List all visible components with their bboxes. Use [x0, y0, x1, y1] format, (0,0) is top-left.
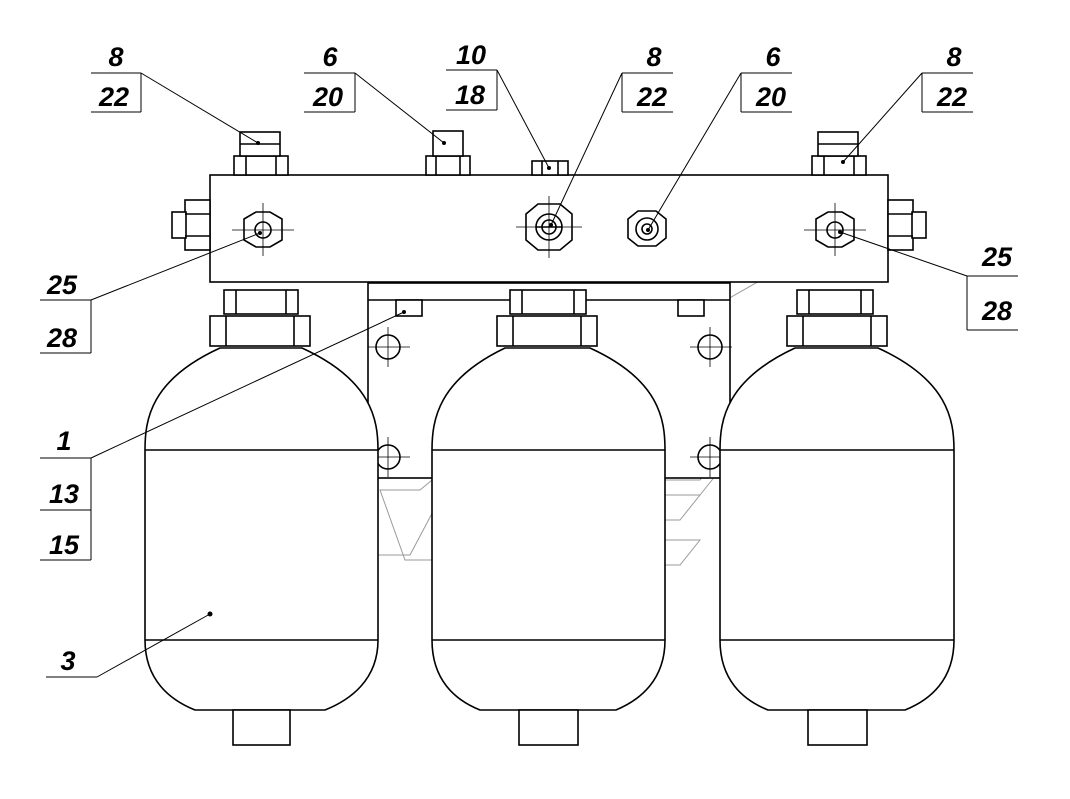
callout-number-bottom: 18 [455, 80, 485, 110]
callout-number-bottom: 20 [312, 82, 343, 112]
callout-top-2: 6 20 [312, 42, 343, 112]
callout-tank: 3 [60, 646, 75, 676]
hex-fitting-center [516, 196, 582, 258]
callout-number-top: 25 [981, 242, 1013, 272]
callout-number-top: 6 [765, 42, 781, 72]
callout-number-13: 13 [49, 479, 79, 509]
callout-top-5: 6 20 [755, 42, 786, 112]
callout-number-bottom: 20 [755, 82, 786, 112]
callout-number-top: 10 [456, 40, 486, 70]
callout-bracket: 1 13 15 [49, 426, 80, 560]
accumulator-tank-middle [431, 289, 666, 746]
callout-top-right: 8 22 [936, 42, 967, 112]
accumulator-tank-left [144, 289, 379, 746]
top-fitting-right [811, 131, 867, 176]
leader-lines [40, 69, 1018, 678]
accumulator-tank-right [719, 289, 955, 746]
hex-plug-left [232, 203, 294, 256]
callout-top-left: 8 22 [98, 42, 129, 112]
callout-number-top: 25 [46, 270, 78, 300]
callout-top-3: 10 18 [455, 40, 486, 110]
top-fitting-2 [425, 130, 471, 176]
callout-number-15: 15 [49, 530, 80, 560]
callout-number-top: 8 [946, 42, 961, 72]
callout-number-top: 8 [646, 42, 661, 72]
callout-left-side: 25 28 [46, 270, 78, 353]
callout-number-bottom: 22 [98, 82, 129, 112]
hex-plug-right [804, 203, 866, 256]
callout-right-side: 25 28 [981, 242, 1013, 326]
callout-number-tank: 3 [60, 646, 75, 676]
top-fitting-left [233, 131, 289, 176]
callout-number-bottom: 22 [636, 82, 667, 112]
callout-number-bottom: 28 [46, 323, 77, 353]
callout-number-1: 1 [56, 426, 71, 456]
callout-number-top: 8 [108, 42, 123, 72]
callout-top-4: 8 22 [636, 42, 667, 112]
callout-number-bottom: 28 [981, 296, 1012, 326]
callout-number-bottom: 22 [936, 82, 967, 112]
callout-number-top: 6 [322, 42, 338, 72]
